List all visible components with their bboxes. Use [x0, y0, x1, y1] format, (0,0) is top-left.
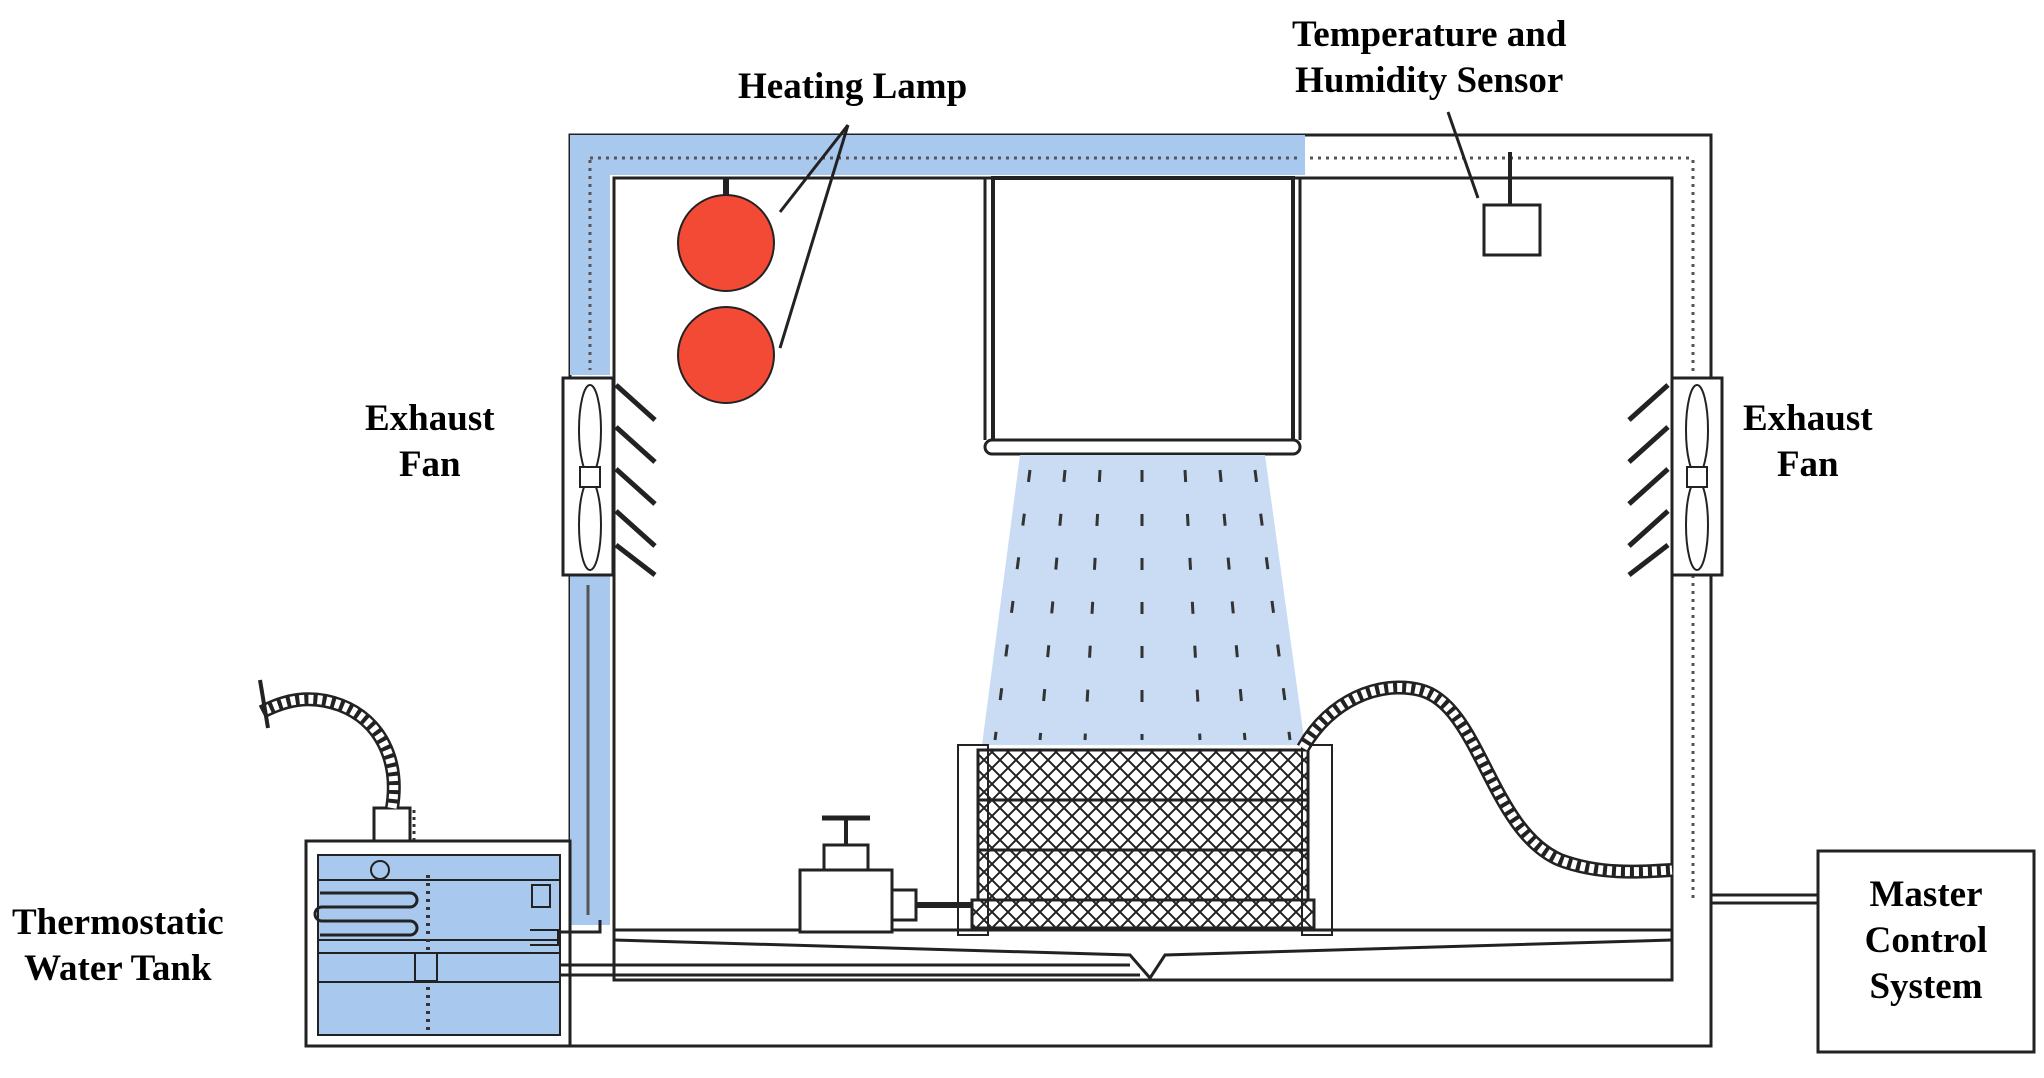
- hose-outer: [258, 692, 401, 810]
- cage-layer-2: [976, 798, 1310, 852]
- label-exhaust-right-line1: Exhaust: [1743, 398, 1873, 439]
- label-exhaust-right-line2: Fan: [1776, 444, 1839, 485]
- label-heating-lamp: Heating Lamp: [738, 64, 967, 110]
- label-exhaust-fan-left: Exhaust Fan: [365, 396, 495, 488]
- heating-lamp-2: [677, 306, 775, 404]
- tray-slope: [613, 938, 1673, 981]
- exhaust-fan-right: [1627, 376, 1724, 577]
- label-master-line1: Master: [1869, 874, 1983, 915]
- label-thermostatic-water-tank: Thermostatic Water Tank: [12, 900, 224, 992]
- fan-right-frame: [1670, 376, 1724, 577]
- tank-thermostat: [531, 884, 551, 908]
- spray-nozzle-bar: [983, 438, 1302, 456]
- fan-left-hub: [579, 466, 601, 488]
- label-exhaust-left-line2: Fan: [398, 444, 461, 485]
- cage-base: [970, 898, 1316, 930]
- master-control-box: [1816, 849, 2036, 1054]
- top-water-pipe: [570, 135, 1305, 175]
- left-water-pipe-lower: [570, 575, 610, 925]
- spray-hood: [983, 176, 1302, 456]
- label-temp-humidity-sensor: Temperature and Humidity Sensor: [1292, 12, 1566, 104]
- left-water-pipe-upper: [570, 135, 610, 375]
- fan-left-louvers: [614, 383, 657, 577]
- label-heating-lamp-text: Heating Lamp: [738, 66, 968, 107]
- water-spray: [982, 455, 1305, 745]
- water-tank: [304, 839, 1140, 1048]
- label-exhaust-fan-right: Exhaust Fan: [1743, 396, 1873, 488]
- fan-right-louvers: [1627, 383, 1670, 577]
- heating-coil: [313, 891, 419, 937]
- supply-line: [558, 920, 602, 934]
- inlet-hose: [258, 679, 416, 843]
- cage-layer-3: [976, 848, 1310, 902]
- label-master-line3: System: [1869, 966, 1983, 1007]
- tank-pump: [414, 952, 438, 982]
- hose-inner: [259, 694, 399, 809]
- cage-layer-1: [976, 748, 1310, 802]
- tank-outlet: [530, 929, 559, 946]
- exhaust-fan-left: [561, 376, 657, 577]
- hose-nozzle: [258, 679, 270, 729]
- valve-pump: [798, 815, 972, 934]
- label-master-line2: Control: [1864, 920, 1988, 961]
- label-temp-line1: Temperature and: [1292, 14, 1567, 55]
- sensor-box: [1482, 203, 1542, 257]
- heating-lamps: [677, 124, 850, 404]
- control-cable: [1296, 680, 1818, 905]
- label-exhaust-left-line1: Exhaust: [365, 398, 495, 439]
- temp-humidity-sensor: [1446, 111, 1542, 257]
- label-master-control-system: Master Control System: [1818, 872, 2034, 1010]
- spray-hood-box: [991, 176, 1295, 450]
- lamp-leader-2: [778, 124, 850, 349]
- pump-body: [798, 868, 894, 934]
- lamp-leader-1: [778, 124, 850, 213]
- sensor-leader: [1446, 111, 1480, 199]
- label-tank-line1: Thermostatic: [12, 902, 224, 943]
- valve-neck: [822, 843, 870, 872]
- pump-coupling: [890, 888, 918, 922]
- label-temp-line2: Humidity Sensor: [1295, 60, 1564, 101]
- fan-right-hub: [1686, 466, 1708, 488]
- spray-streaks: [993, 469, 1292, 741]
- specimen-cage: [957, 744, 1333, 936]
- label-tank-line2: Water Tank: [24, 948, 212, 989]
- cable-outer: [1296, 680, 1673, 879]
- spray-cone: [982, 455, 1305, 745]
- hose-fitting: [372, 806, 412, 843]
- tank-float: [370, 860, 390, 880]
- heating-lamp-1: [677, 194, 775, 292]
- floor-tray: [613, 928, 1673, 981]
- tank-water: [317, 854, 561, 1036]
